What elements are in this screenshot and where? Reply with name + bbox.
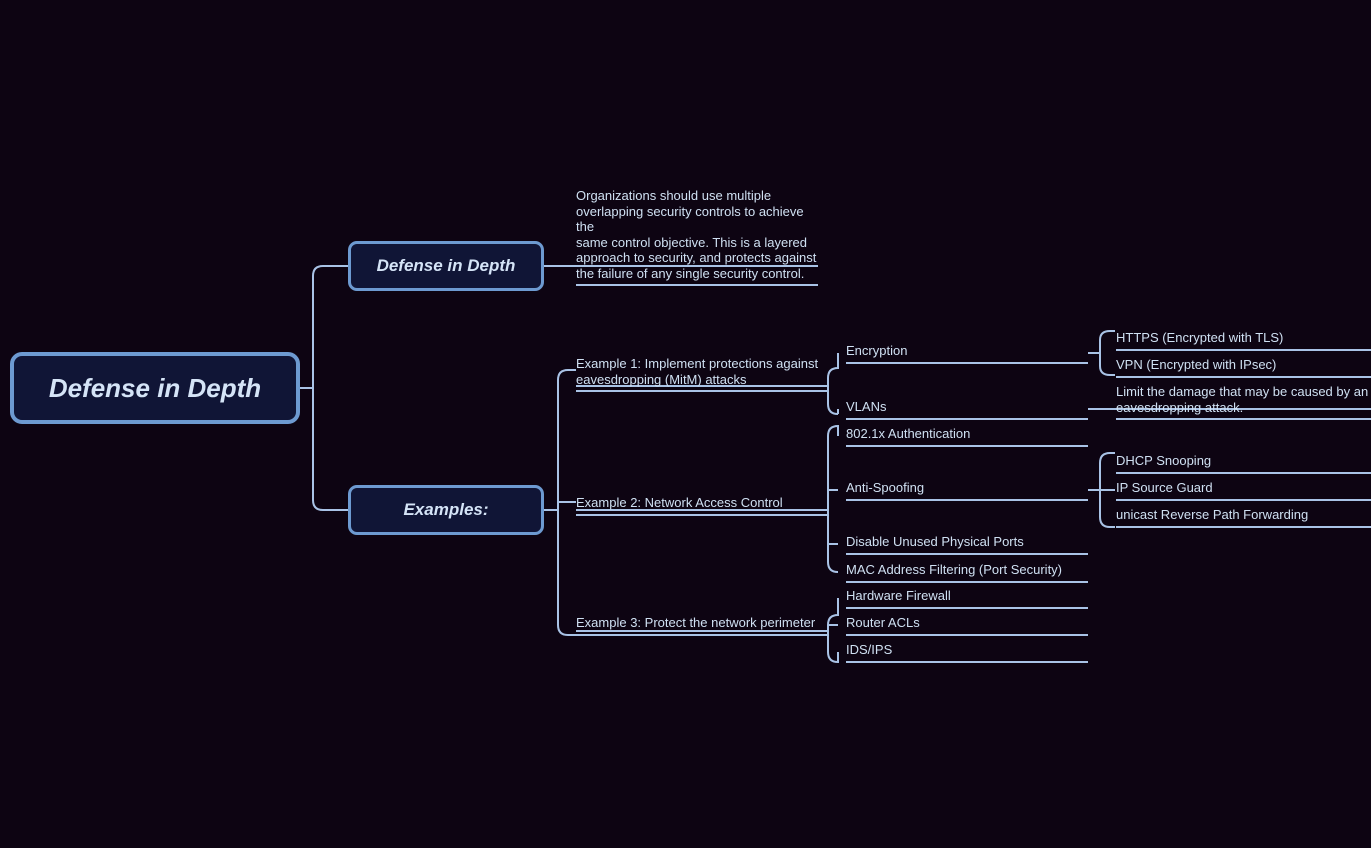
example-3-child-ids-ips[interactable]: IDS/IPS: [846, 642, 1088, 663]
example-1-node[interactable]: Example 1: Implement protections against…: [576, 356, 828, 392]
branch-node-label: Defense in Depth: [376, 256, 516, 275]
encryption-child-vpn[interactable]: VPN (Encrypted with IPsec): [1116, 357, 1371, 378]
wire-example1-corner-bottom: [827, 378, 839, 415]
root-node-label: Defense in Depth: [48, 372, 262, 403]
wire-to-examples: [312, 499, 348, 511]
wire-to-example3: [557, 624, 576, 636]
wire-to-https: [1099, 330, 1115, 341]
wire-to-vpn: [1099, 365, 1115, 376]
example-2-child-anti-spoofing[interactable]: Anti-Spoofing: [846, 480, 1088, 501]
example-1-child-encryption[interactable]: Encryption: [846, 343, 1088, 364]
example-3-node[interactable]: Example 3: Protect the network perimeter: [576, 615, 828, 636]
anti-spoofing-child-unicast-reverse-path-forwarding[interactable]: unicast Reverse Path Forwarding: [1116, 507, 1371, 528]
example-2-child-mac-address-filtering[interactable]: MAC Address Filtering (Port Security): [846, 562, 1088, 583]
example-2-child-802-1x-authentication[interactable]: 802.1x Authentication: [846, 426, 1088, 447]
wire-to-urpf: [1099, 516, 1115, 528]
root-node-defense-in-depth[interactable]: Defense in Depth: [10, 352, 300, 424]
encryption-child-https[interactable]: HTTPS (Encrypted with TLS): [1116, 330, 1371, 351]
wire-to-example1: [557, 369, 576, 381]
branch-node-examples[interactable]: Examples:: [348, 485, 544, 535]
wire-example1-corner-top: [827, 358, 839, 379]
wire-to-dhcp-snooping: [1099, 452, 1115, 464]
wire-to-defense-in-depth: [312, 265, 348, 277]
example-3-child-router-acls[interactable]: Router ACLs: [846, 615, 1088, 636]
example-2-node[interactable]: Example 2: Network Access Control: [576, 495, 828, 516]
anti-spoofing-child-dhcp-snooping[interactable]: DHCP Snooping: [1116, 453, 1371, 474]
example-2-child-disable-unused-physical-ports[interactable]: Disable Unused Physical Ports: [846, 534, 1088, 555]
defense-in-depth-description: Organizations should use multiple overla…: [576, 188, 818, 286]
example-3-child-hardware-firewall[interactable]: Hardware Firewall: [846, 588, 1088, 609]
vlans-note: Limit the damage that may be caused by a…: [1116, 384, 1371, 420]
wire-example2-corner-top: [827, 424, 839, 437]
wire-example2-corner-bottom: [827, 436, 839, 573]
wire-example3-corner-top: [827, 598, 839, 626]
branch-node-label: Examples:: [403, 500, 489, 519]
wire-example3-corner-bottom: [827, 625, 839, 664]
branch-node-defense-in-depth[interactable]: Defense in Depth: [348, 241, 544, 291]
example-1-child-vlans[interactable]: VLANs: [846, 399, 1088, 420]
anti-spoofing-child-ip-source-guard[interactable]: IP Source Guard: [1116, 480, 1371, 501]
